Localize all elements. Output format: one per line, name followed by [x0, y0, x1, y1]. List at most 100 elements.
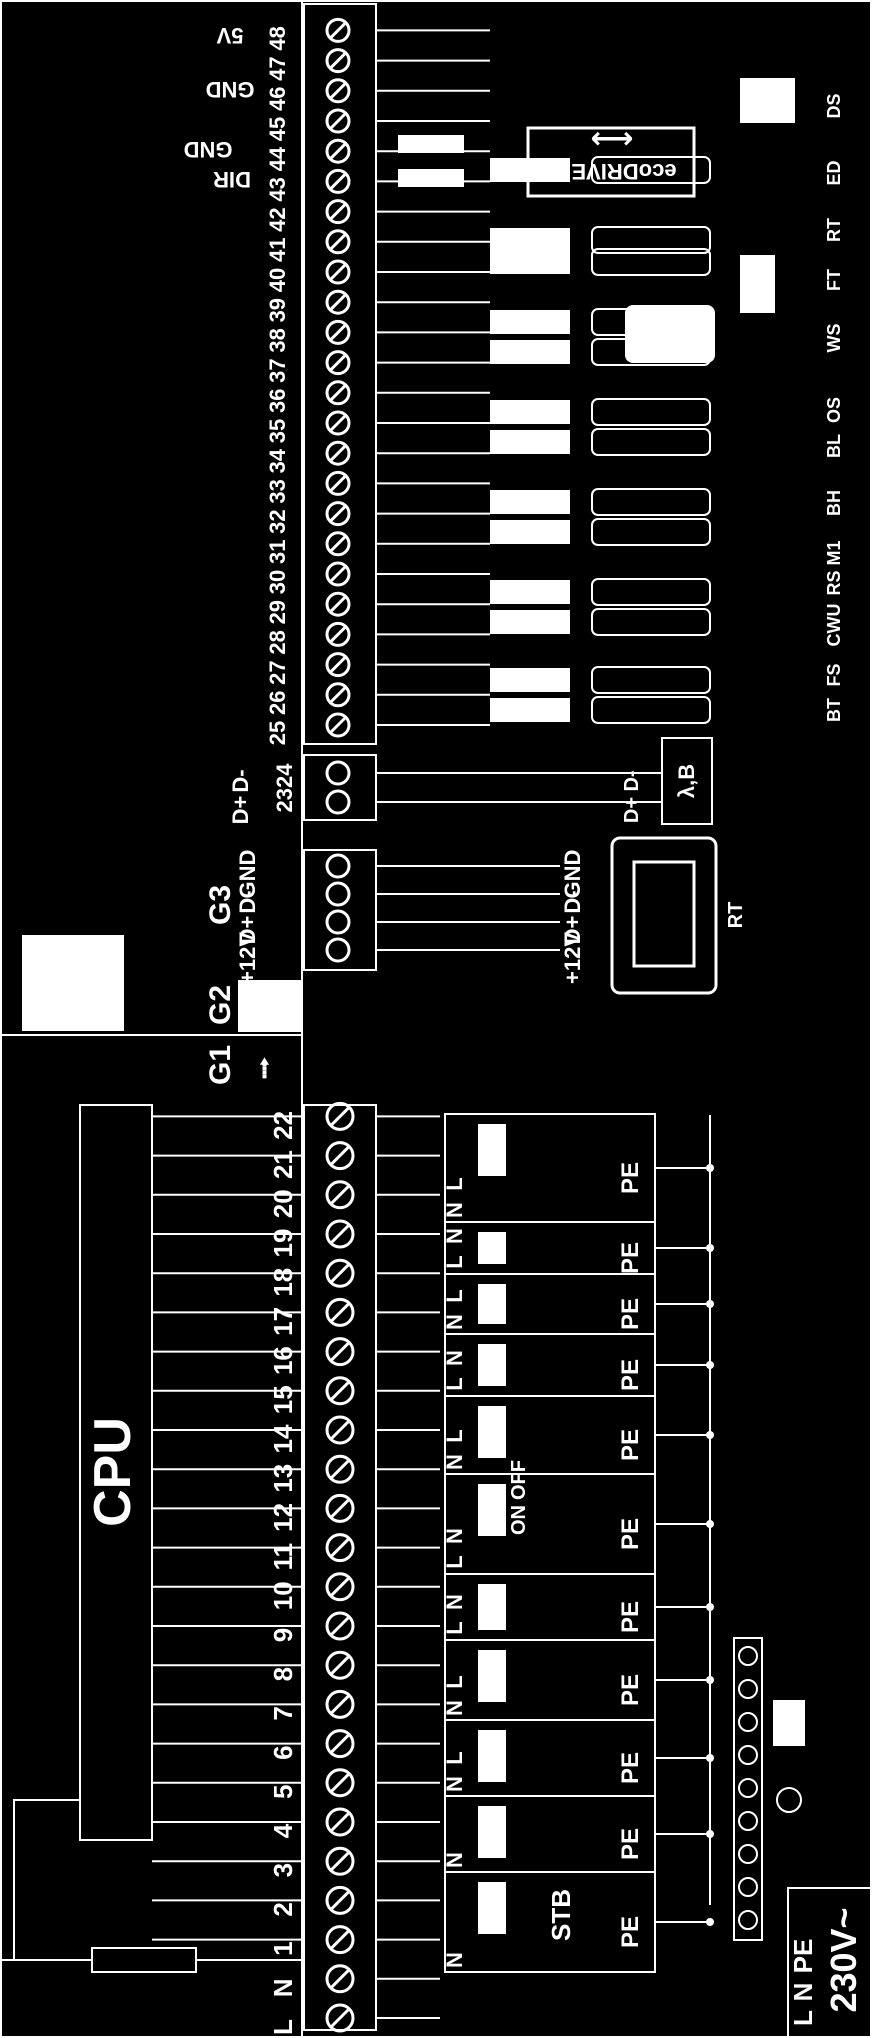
sensor-lead-sleeve — [490, 430, 570, 454]
sensor-probe — [591, 666, 711, 694]
module-pin-label: L — [442, 1555, 467, 1568]
sensor-code-os: OS — [824, 397, 844, 423]
screw-terminal-icon — [325, 1454, 355, 1484]
screw-terminal-icon — [325, 1768, 355, 1798]
screw-slot — [329, 1459, 351, 1480]
sensor-code-ws: WS — [824, 324, 844, 353]
terminal-number-37: 37 — [265, 358, 290, 382]
supply-block — [787, 1887, 872, 2038]
bus-23-24-pins: D+D- — [228, 760, 662, 824]
screw-terminal-icon — [325, 1337, 355, 1367]
terminal-number-19: 19 — [268, 1229, 298, 1258]
module-pin-label: N — [442, 1852, 467, 1868]
sensor-code-m1: M1 — [824, 540, 844, 565]
screw-terminal-icon — [325, 1572, 355, 1602]
pin-label-dir: DIR — [213, 167, 251, 192]
sensor-lead-sleeve — [490, 250, 570, 274]
screw-terminal-icon — [325, 1689, 355, 1719]
terminal-number-40: 40 — [265, 268, 290, 292]
screw-terminal-icon — [325, 1964, 355, 1994]
screw-slot — [328, 595, 348, 614]
relay-block — [478, 1284, 506, 1324]
screw-slot — [328, 564, 348, 584]
screw-terminal-icon — [325, 937, 351, 963]
pin-label-gnd: GND — [184, 137, 233, 162]
screw-terminal-icon — [325, 1885, 355, 1915]
screw-slot — [329, 2007, 351, 2029]
screw-terminal-icon — [325, 78, 351, 104]
pe-bus-screw-icon — [738, 1811, 758, 1831]
sensor-probe — [591, 608, 711, 636]
ecodrive-label: ecoDRIVE — [571, 159, 676, 184]
lambda-pin-label: D- — [621, 770, 643, 791]
sensor-lead-sleeve — [490, 340, 570, 364]
screw-terminal-icon — [325, 1415, 355, 1445]
supply-l-label: L — [788, 2010, 818, 2026]
pe-label: PE — [617, 1359, 644, 1391]
lambda-module-box — [661, 737, 713, 825]
bus-pin-label: D- — [228, 769, 253, 792]
sensor-code-ft: FT — [824, 269, 844, 291]
ecodrive-arrow-icon: ⟷ — [590, 122, 633, 155]
sensor-probe — [591, 156, 711, 184]
screw-terminal-icon — [325, 1219, 355, 1249]
screw-slot — [329, 1576, 351, 1597]
usb-icon: ⭬ — [249, 1056, 282, 1079]
screw-slot — [328, 202, 348, 221]
terminal-number-30: 30 — [265, 570, 290, 594]
flue-sensor-body — [740, 255, 775, 313]
room-panel-label: RT — [725, 902, 747, 929]
g3-pin-label: D+ — [235, 916, 260, 945]
module-pin-label: N — [442, 1594, 467, 1610]
sensor-probe — [591, 428, 711, 456]
screw-slot — [329, 1811, 351, 1833]
terminal-number-10: 10 — [268, 1581, 298, 1610]
terminal-number-42: 42 — [265, 207, 290, 231]
relay-block — [478, 1484, 506, 1536]
terminal-number-3: 3 — [268, 1863, 298, 1877]
supply-pe-label: PE — [788, 1939, 818, 1974]
terminal-number-48: 48 — [265, 26, 290, 50]
supply-n-label: N — [788, 1983, 818, 2002]
screw-terminal-icon — [325, 1180, 355, 1210]
screw-terminal-icon — [325, 350, 351, 376]
module-pin-label: L — [442, 1621, 467, 1634]
pe-label: PE — [617, 1916, 644, 1948]
pin-label-5v: 5V — [216, 23, 243, 48]
sensor-lead-sleeve — [490, 490, 570, 514]
pe-label: PE — [617, 1828, 644, 1860]
room-panel-outline — [610, 836, 718, 995]
screw-slot — [328, 413, 348, 433]
sensor-lead-sleeve — [490, 580, 570, 604]
screw-terminal-icon — [325, 319, 351, 345]
terminal-number-28: 28 — [265, 630, 290, 654]
sensor-code-bh: BH — [824, 490, 844, 516]
lower-terminal-housing — [303, 1104, 377, 2031]
terminal-number-31: 31 — [265, 540, 290, 564]
screw-terminal-icon — [325, 531, 351, 557]
relay-block — [478, 1344, 506, 1386]
screw-terminal-icon — [325, 48, 351, 74]
screw-slot — [329, 1145, 351, 1166]
screw-terminal-icon — [325, 1493, 355, 1523]
terminal-number-2: 2 — [268, 1902, 298, 1916]
pe-label: PE — [617, 1242, 644, 1274]
screw-slot — [329, 1302, 351, 1323]
screw-terminal-icon — [325, 289, 351, 315]
sensor-lead-sleeve — [490, 400, 570, 424]
screw-terminal-icon — [325, 1611, 355, 1641]
screw-slot — [329, 1733, 351, 1754]
sensor-code-cwu: CWU — [824, 604, 844, 647]
screw-slot — [329, 1419, 351, 1441]
screw-slot — [329, 1694, 351, 1715]
screw-slot — [328, 685, 348, 704]
ecodrive-wire-sleeve — [398, 135, 464, 153]
terminal-number-25: 25 — [265, 721, 290, 745]
pe-label: PE — [617, 1429, 644, 1461]
terminal-number-27: 27 — [265, 660, 290, 684]
screw-terminal-icon — [325, 909, 351, 935]
